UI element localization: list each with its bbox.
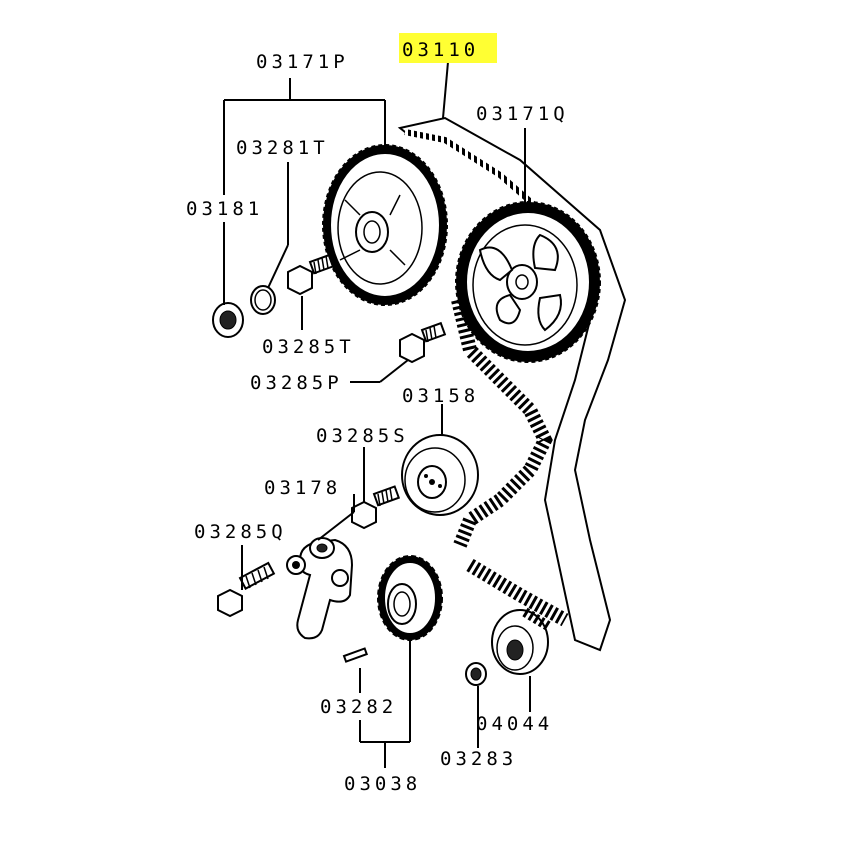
- highlight-03110: [399, 33, 497, 63]
- tensioner-arm-bolt: [217, 561, 276, 618]
- idler-nut: [465, 662, 487, 686]
- idler-pulley: [491, 607, 551, 675]
- label-03038[interactable]: 03038: [344, 773, 421, 795]
- label-04044[interactable]: 04044: [476, 713, 553, 735]
- label-03285S[interactable]: 03285S: [316, 425, 409, 447]
- label-03110[interactable]: 03110: [402, 39, 479, 61]
- label-03285P[interactable]: 03285P: [250, 372, 343, 394]
- label-03281T[interactable]: 03281T: [236, 137, 329, 159]
- label-03158[interactable]: 03158: [402, 385, 479, 407]
- camshaft-oil-seal: [212, 302, 244, 338]
- tensioner-bolt: [351, 485, 401, 530]
- camshaft-washer: [250, 285, 276, 315]
- label-03285Q[interactable]: 03285Q: [194, 521, 287, 543]
- label-03283[interactable]: 03283: [440, 748, 517, 770]
- camshaft-sprocket-left: [322, 144, 448, 306]
- camshaft-sprocket-right: [455, 201, 601, 363]
- tensioner-arm: [286, 537, 354, 640]
- label-03282[interactable]: 03282: [320, 696, 397, 718]
- label-03178[interactable]: 03178: [264, 477, 341, 499]
- crankshaft-sprocket: [377, 555, 443, 641]
- label-03181[interactable]: 03181: [186, 198, 263, 220]
- crankshaft-key: [342, 647, 369, 663]
- sprocket-bolt-p: [399, 321, 447, 364]
- timing-belt: [397, 116, 627, 652]
- label-03285T[interactable]: 03285T: [262, 336, 355, 358]
- label-03171P[interactable]: 03171P: [256, 51, 349, 73]
- label-03171Q[interactable]: 03171Q: [476, 103, 569, 125]
- sprocket-bolt-t: [287, 253, 335, 296]
- tensioner-pulley: [401, 434, 479, 516]
